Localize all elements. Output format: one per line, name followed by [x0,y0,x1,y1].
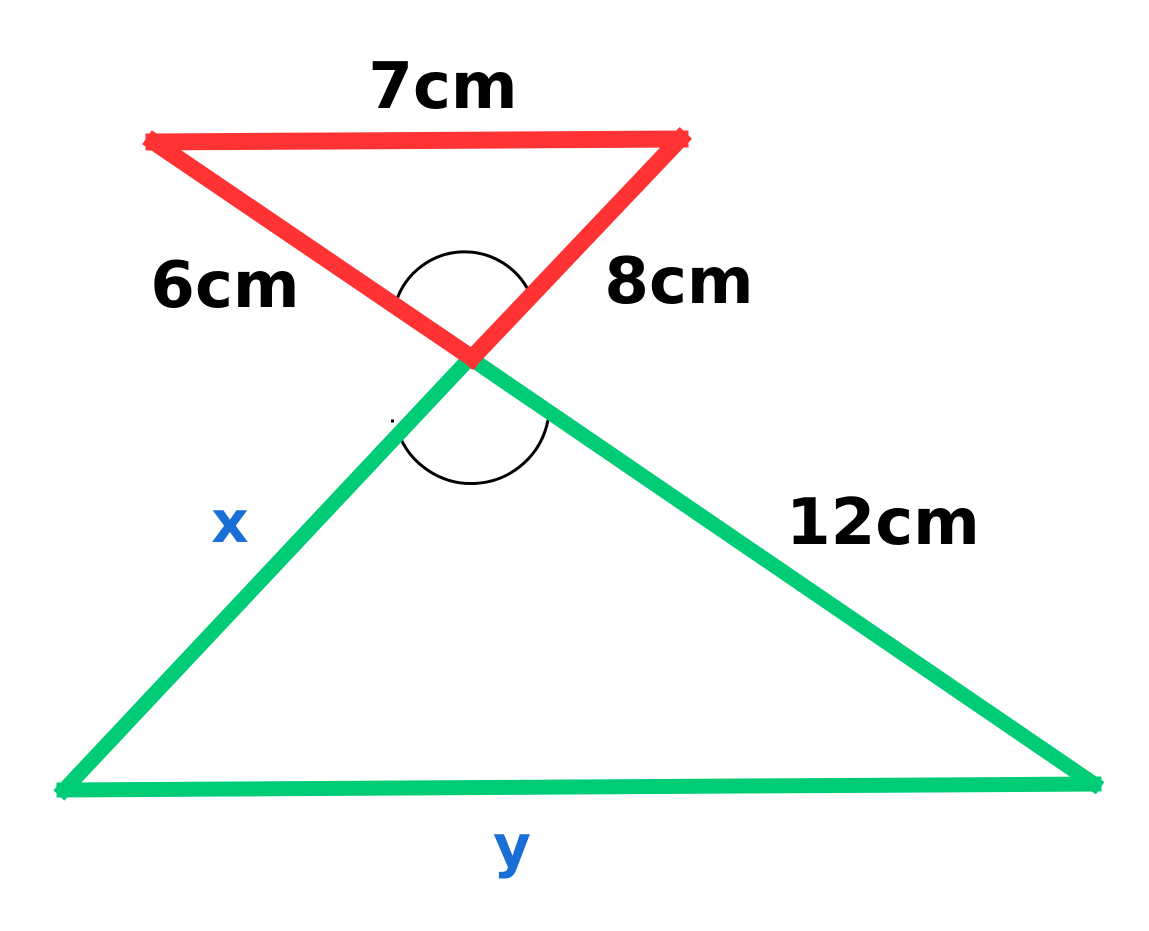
small-triangle [142,126,693,371]
large-triangle [53,347,1105,801]
small-triangle-left-side [142,130,484,370]
upper-angle-arc [394,250,533,303]
small-right-side-label: 8cm [604,245,753,319]
large-triangle-bottom-side [56,776,1102,798]
small-triangle-top-side [145,130,689,151]
large-right-side-label: 12cm [786,486,980,560]
large-triangle-left-side [53,347,481,801]
small-left-side-label: 6cm [150,249,299,323]
small-top-side-label: 7cm [368,50,517,124]
small-triangle-right-side [459,126,693,371]
large-bottom-side-variable-y: y [493,812,531,880]
large-triangle-right-side [459,347,1105,795]
large-left-side-variable-x: x [211,488,248,556]
lower-angle-arc [396,419,550,485]
